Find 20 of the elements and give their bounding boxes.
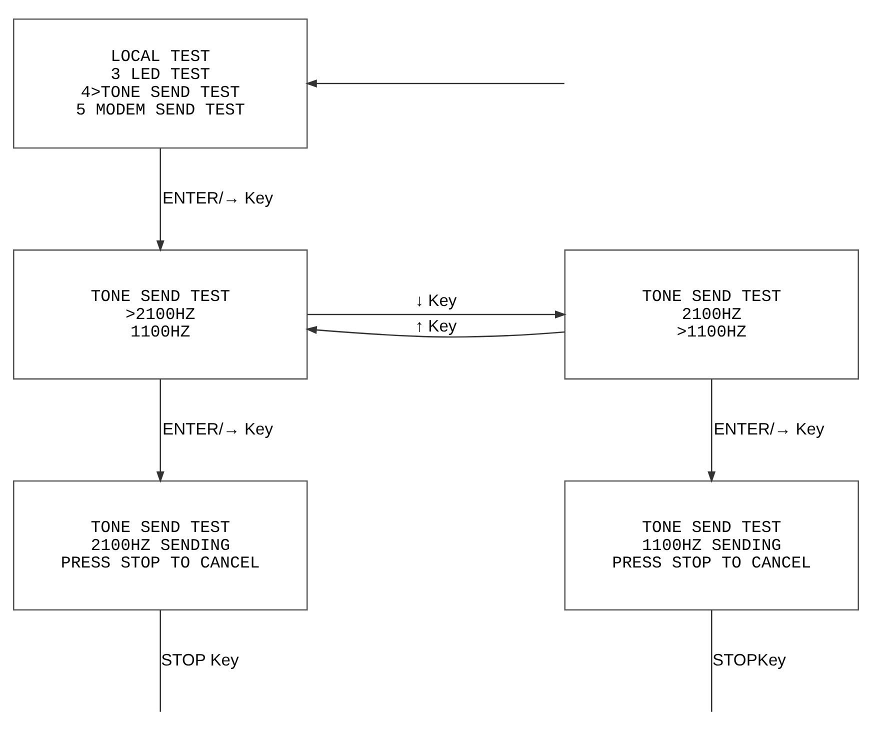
edge-label: STOPKey [712, 650, 786, 669]
edge-label: ENTER/→ Key [162, 188, 274, 207]
connector [160, 610, 162, 712]
arrow [156, 378, 164, 482]
node-box: LOCAL TEST 3 LED TEST 4>TONE SEND TEST 5 MODEM SEND TEST [13, 18, 308, 148]
edge-label: ENTER/→ Key [714, 418, 824, 438]
arrow [305, 79, 564, 88]
arrow [305, 325, 565, 338]
node-box: TONE SEND TEST >2100HZ 1100HZ [13, 248, 308, 380]
arrow [156, 148, 164, 252]
node-box: TONE SEND TEST 2100HZ >1100HZ [564, 248, 859, 380]
edge-label: STOP Key [161, 650, 239, 669]
edge-label: ↓ Key [415, 290, 457, 310]
node-box: TONE SEND TEST 2100HZ SENDING PRESS STOP TO CANCEL [13, 480, 308, 610]
connector [710, 610, 712, 712]
edge-label: ENTER/→ Key [162, 418, 274, 438]
node-box: TONE SEND TEST 1100HZ SENDING PRESS STOP TO CANCEL [564, 480, 859, 610]
arrow [307, 310, 566, 318]
arrow [708, 378, 716, 482]
edge-label: ↑ Key [415, 316, 457, 336]
